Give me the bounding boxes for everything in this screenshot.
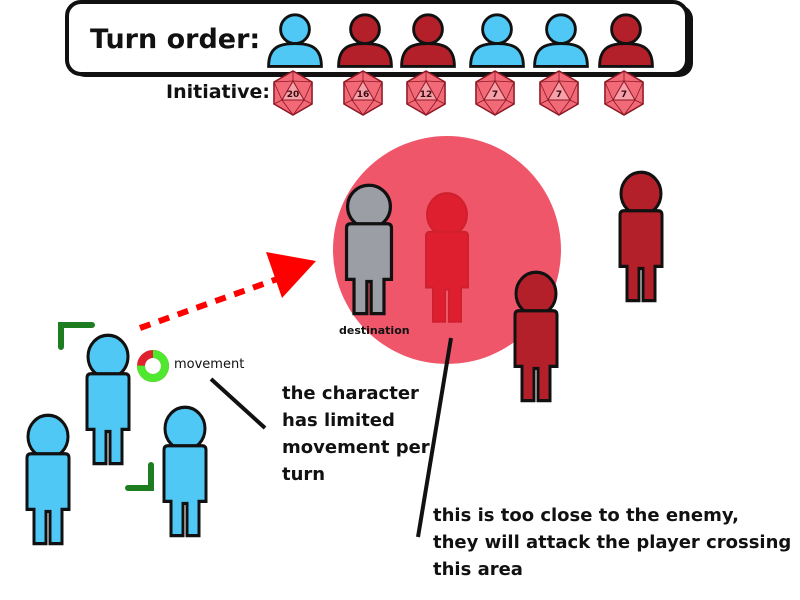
turn-order-panel: 20 16 12 7 7 7 xyxy=(65,0,693,116)
d20-die-icon: 7 xyxy=(539,70,579,116)
initiative-dice: 20 16 12 7 7 7 xyxy=(273,70,644,116)
selection-bracket-bottom xyxy=(125,462,154,491)
destination-label: destination xyxy=(339,324,410,337)
d20-die-icon: 20 xyxy=(273,70,313,116)
initiative-roll: 7 xyxy=(492,90,498,100)
movement-note: the character has limited movement per t… xyxy=(282,380,442,488)
d20-die-icon: 7 xyxy=(604,70,644,116)
note-line: this area xyxy=(433,559,523,580)
note-line: the character xyxy=(282,383,419,404)
initiative-roll: 12 xyxy=(420,90,433,100)
note-line: they will attack the player crossing xyxy=(433,532,792,553)
enemy-figure xyxy=(618,170,664,303)
movement-meter xyxy=(137,350,169,382)
ally-figure[interactable] xyxy=(162,405,208,538)
movement-path-arrow xyxy=(138,275,282,331)
d20-die-icon: 16 xyxy=(343,70,383,116)
arrowhead-icon xyxy=(266,252,316,298)
note-line: turn xyxy=(282,464,326,485)
danger-note: this is too close to the enemy, they wil… xyxy=(433,502,793,583)
callout-line xyxy=(209,377,267,430)
note-line: this is too close to the enemy, xyxy=(433,505,740,526)
selection-bracket-top xyxy=(58,322,95,350)
initiative-roll: 20 xyxy=(287,90,300,100)
initiative-label: Initiative: xyxy=(166,81,270,103)
callout-line xyxy=(416,337,453,538)
selected-player-figure[interactable] xyxy=(85,333,131,466)
movement-label: movement xyxy=(174,357,245,372)
d20-die-icon: 12 xyxy=(406,70,446,116)
d20-die-icon: 7 xyxy=(475,70,515,116)
initiative-roll: 16 xyxy=(357,90,370,100)
note-line: has limited xyxy=(282,410,395,431)
ally-figure[interactable] xyxy=(25,413,71,546)
enemy-figure xyxy=(513,270,559,403)
initiative-roll: 7 xyxy=(556,90,562,100)
turn-order-title: Turn order: xyxy=(90,24,261,55)
movement-remaining-ring xyxy=(137,350,169,382)
note-line: movement per xyxy=(282,437,430,458)
initiative-roll: 7 xyxy=(621,90,627,100)
